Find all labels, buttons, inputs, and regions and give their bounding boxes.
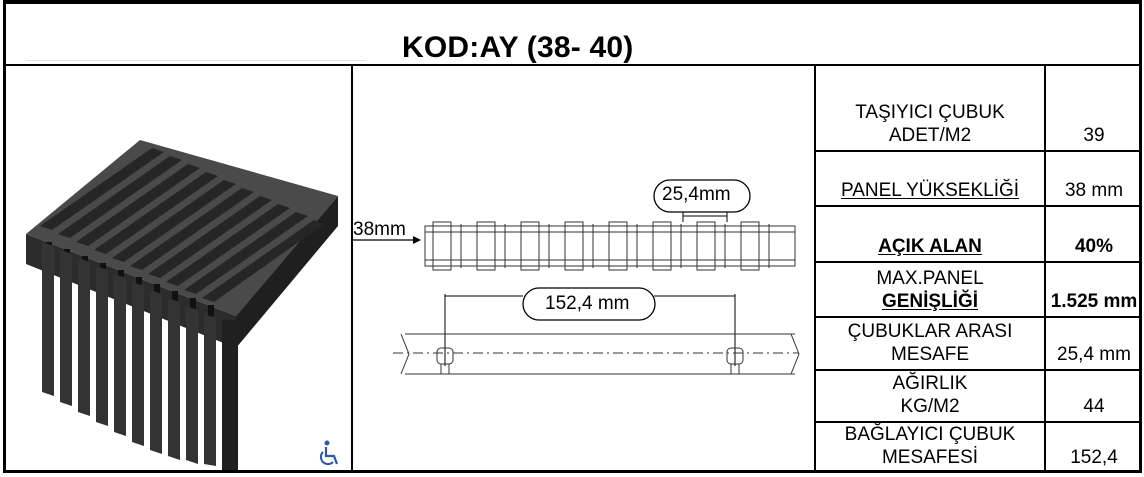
technical-drawing-cell: 38mm 25,4mm 152,4 mm: [353, 66, 816, 472]
spec-row: ÇUBUKLAR ARASI MESAFE 25,4 mm: [816, 318, 1142, 371]
spec-label-line2: MESAFE: [890, 344, 970, 365]
spec-label-line1: AĞIRLIK: [892, 373, 968, 394]
spec-label-line2: GENİŞLİĞİ: [881, 291, 979, 312]
spec-label-line2: AÇIK ALAN: [878, 236, 982, 257]
title-row: KOD:AY (38- 40): [6, 4, 1139, 66]
spec-label: AĞIRLIK KG/M2: [816, 371, 1046, 421]
spec-value: 39: [1083, 125, 1105, 146]
spec-value: 38 mm: [1064, 180, 1124, 201]
spec-label: BAĞLAYICI ÇUBUK MESAFESİ: [816, 423, 1046, 472]
spec-row: MAX.PANEL GENİŞLİĞİ 1.525 mm: [816, 263, 1142, 318]
spec-label: ÇUBUKLAR ARASI MESAFE: [816, 318, 1046, 369]
spec-row: TAŞIYICI ÇUBUK ADET/M2 39: [816, 66, 1142, 152]
spec-row: BAĞLAYICI ÇUBUK MESAFESİ 152,4: [816, 423, 1142, 472]
spec-row: AÇIK ALAN 40%: [816, 207, 1142, 263]
bar-pitch-label: 25,4mm: [662, 184, 731, 205]
spec-label-line1: MAX.PANEL: [876, 268, 984, 289]
spec-value: 25,4 mm: [1057, 344, 1131, 365]
spec-label: MAX.PANEL GENİŞLİĞİ: [816, 263, 1046, 316]
product-image-cell: [6, 66, 353, 472]
spec-sheet: KOD:AY (38- 40): [3, 0, 1142, 473]
spec-label: PANEL YÜKSEKLİĞİ: [816, 152, 1046, 205]
spec-label-line2: MESAFESİ: [881, 447, 979, 468]
spec-value: 1.525 mm: [1050, 291, 1138, 312]
product-code-title: KOD:AY (38- 40): [402, 31, 634, 64]
divider: [26, 60, 366, 61]
tie-spacing-label: 152,4 mm: [545, 293, 630, 314]
technical-drawing: [353, 179, 800, 375]
spec-row: AĞIRLIK KG/M2 44: [816, 371, 1142, 423]
spec-label: AÇIK ALAN: [816, 207, 1046, 261]
spec-label-line2: KG/M2: [900, 396, 960, 417]
spec-value: 152,4: [1070, 447, 1118, 468]
spec-table: TAŞIYICI ÇUBUK ADET/M2 39 PANEL YÜKSEKLİ…: [816, 66, 1142, 472]
spec-value: 44: [1083, 396, 1105, 417]
wheelchair-icon: [319, 440, 339, 466]
height-dimension-label: 38mm: [353, 219, 406, 240]
spec-label-line2: ADET/M2: [888, 125, 972, 146]
grating-image: [26, 140, 338, 470]
spec-row: PANEL YÜKSEKLİĞİ 38 mm: [816, 152, 1142, 207]
spec-label-line1: TAŞIYICI ÇUBUK: [855, 102, 1005, 123]
spec-label: TAŞIYICI ÇUBUK ADET/M2: [816, 66, 1046, 150]
spec-label-line1: BAĞLAYICI ÇUBUK: [844, 424, 1016, 445]
spec-label-line1: ÇUBUKLAR ARASI: [847, 321, 1013, 342]
spec-label-line2: PANEL YÜKSEKLİĞİ: [840, 180, 1020, 201]
spec-value: 40%: [1074, 236, 1114, 257]
